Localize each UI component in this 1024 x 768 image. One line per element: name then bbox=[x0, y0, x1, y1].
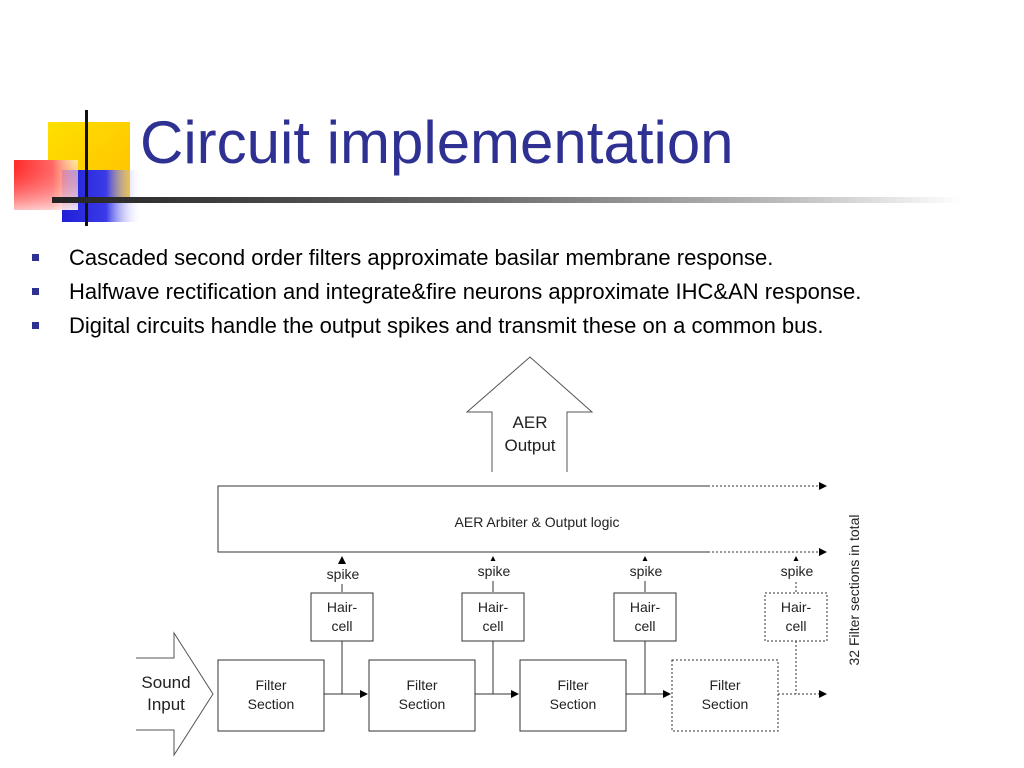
hair-cell-1: Hair- cell bbox=[310, 592, 374, 642]
spike-connections bbox=[338, 556, 800, 592]
spike-label: spike bbox=[478, 563, 511, 579]
filter-label: Filter bbox=[557, 677, 588, 693]
aer-output-arrow: AER Output bbox=[465, 356, 594, 472]
hair-cell-label: Hair- bbox=[327, 599, 358, 615]
hair-cell-label: cell bbox=[482, 618, 503, 634]
hair-cell-4: Hair- cell bbox=[764, 592, 828, 642]
sound-input-arrow: Sound Input bbox=[136, 631, 214, 757]
hair-cell-label: Hair- bbox=[478, 599, 509, 615]
hair-cell-2: Hair- cell bbox=[461, 592, 525, 642]
aer-output-label-line1: AER bbox=[513, 413, 548, 432]
haircell-feed-lines bbox=[341, 641, 797, 694]
filter-label: Filter bbox=[406, 677, 437, 693]
hair-cell-3: Hair- cell bbox=[613, 592, 677, 642]
spike-label: spike bbox=[781, 563, 814, 579]
spike-label: spike bbox=[630, 563, 663, 579]
bullet-text: Halfwave rectification and integrate&fir… bbox=[69, 279, 862, 304]
title-underline bbox=[52, 197, 962, 203]
bullet-text: Cascaded second order filters approximat… bbox=[69, 245, 774, 270]
filter-section-4: Filter Section bbox=[671, 659, 779, 732]
hair-cell-label: cell bbox=[634, 618, 655, 634]
filter-label: Section bbox=[399, 696, 446, 712]
filter-label: Section bbox=[702, 696, 749, 712]
hair-cell-label: Hair- bbox=[781, 599, 812, 615]
filter-section-3: Filter Section bbox=[519, 659, 627, 732]
bullet-item: Halfwave rectification and integrate&fir… bbox=[32, 276, 861, 310]
aer-arbiter-box: AER Arbiter & Output logic bbox=[217, 482, 827, 556]
filter-count-note: 32 Filter sections in total bbox=[846, 515, 862, 666]
bullet-list: Cascaded second order filters approximat… bbox=[32, 242, 861, 344]
bullet-item: Cascaded second order filters approximat… bbox=[32, 242, 861, 276]
filter-label: Filter bbox=[255, 677, 286, 693]
bullet-square-icon bbox=[32, 254, 39, 261]
title-decoration bbox=[14, 110, 142, 226]
filter-label: Filter bbox=[709, 677, 740, 693]
hair-cell-label: cell bbox=[331, 618, 352, 634]
spike-labels: spike spike spike spike bbox=[322, 561, 818, 584]
aer-output-label-line2: Output bbox=[504, 436, 555, 455]
slide-title: Circuit implementation bbox=[140, 109, 734, 176]
spike-label: spike bbox=[327, 566, 360, 582]
filter-section-1: Filter Section bbox=[217, 659, 325, 732]
sound-input-label-line1: Sound bbox=[141, 673, 190, 692]
hair-cell-label: cell bbox=[785, 618, 806, 634]
filter-section-2: Filter Section bbox=[368, 659, 476, 732]
deco-vertical-line bbox=[85, 110, 88, 226]
hair-cell-label: Hair- bbox=[630, 599, 661, 615]
bullet-square-icon bbox=[32, 322, 39, 329]
sound-input-label-line2: Input bbox=[147, 695, 185, 714]
bullet-item: Digital circuits handle the output spike… bbox=[32, 310, 861, 344]
aer-arbiter-label: AER Arbiter & Output logic bbox=[455, 514, 620, 530]
filter-label: Section bbox=[248, 696, 295, 712]
bullet-square-icon bbox=[32, 288, 39, 295]
bullet-text: Digital circuits handle the output spike… bbox=[69, 313, 824, 338]
filter-label: Section bbox=[550, 696, 597, 712]
